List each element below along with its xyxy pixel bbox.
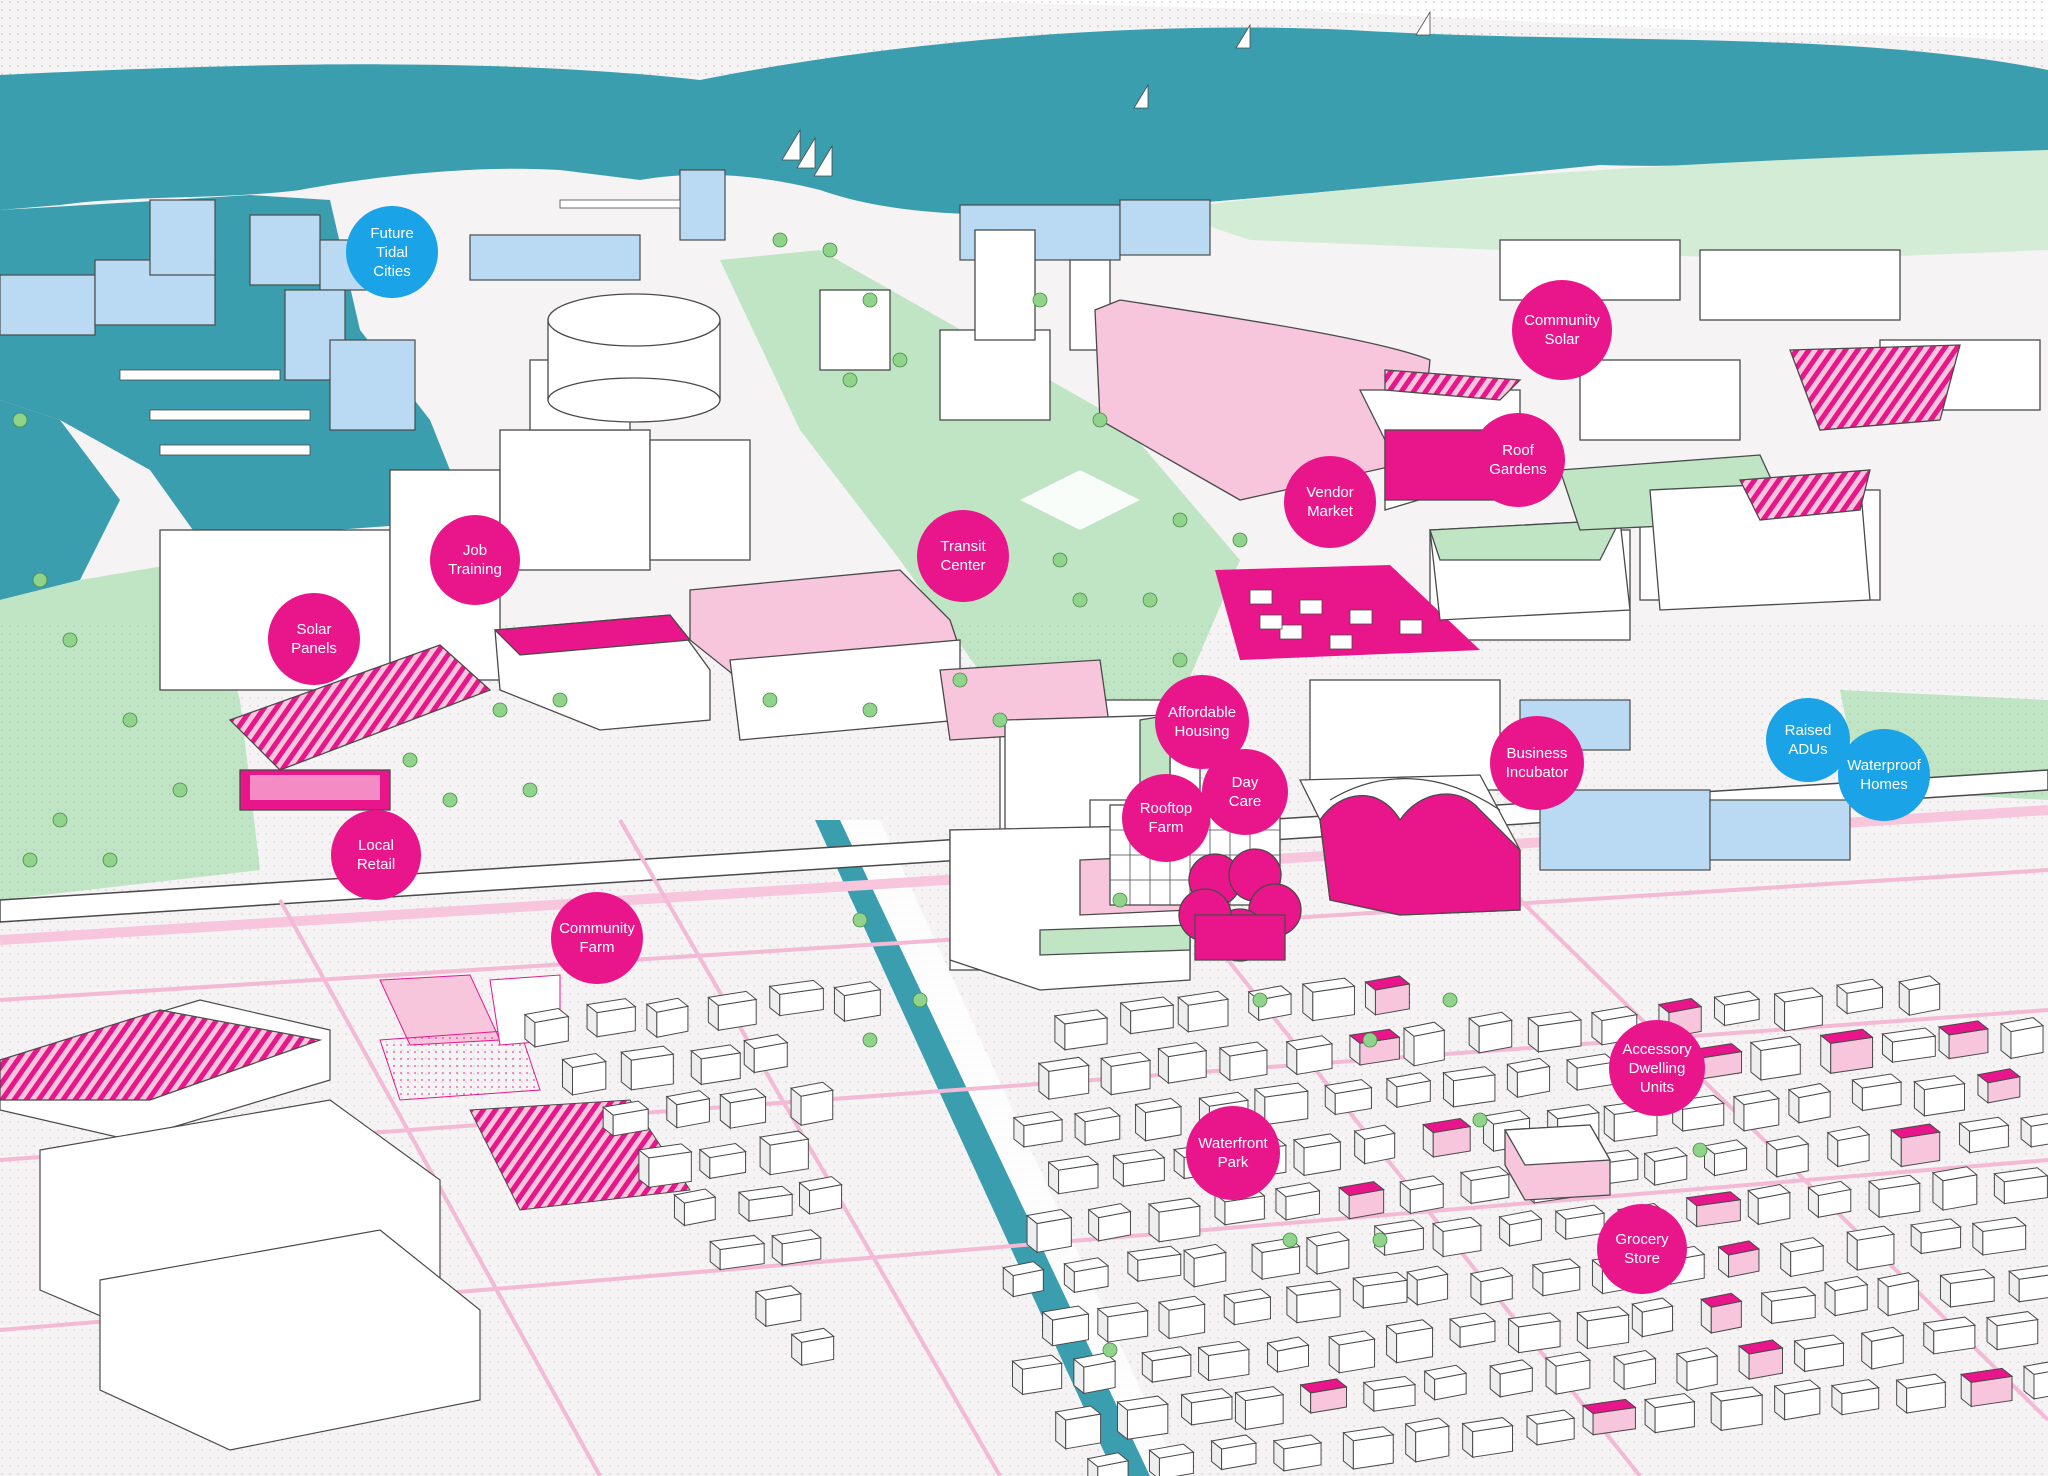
- label-text: Future Tidal Cities: [370, 224, 414, 280]
- marina-docks: [119, 199, 681, 456]
- label-raised-adus[interactable]: Raised ADUs: [1766, 698, 1850, 782]
- vendor-market-plaza: [1215, 565, 1480, 660]
- label-text: Grocery Store: [1615, 1231, 1669, 1267]
- bay-water: [0, 27, 2048, 215]
- label-grocery-store[interactable]: Grocery Store: [1597, 1204, 1687, 1294]
- label-text: Raised ADUs: [1784, 722, 1832, 758]
- label-text: Day Care: [1228, 774, 1262, 810]
- label-text: Waterfront Park: [1198, 1135, 1268, 1171]
- label-waterproof-homes[interactable]: Waterproof Homes: [1838, 729, 1930, 821]
- label-waterfront-park[interactable]: Waterfront Park: [1186, 1106, 1280, 1200]
- roof-gardens-building: [1358, 344, 1961, 621]
- community-farm-plots: [379, 974, 691, 1211]
- right-green-shore: [1160, 150, 2048, 260]
- label-business-incubator[interactable]: Business Incubator: [1490, 716, 1584, 810]
- label-solar-panels[interactable]: Solar Panels: [268, 593, 360, 685]
- label-rooftop-farm[interactable]: Rooftop Farm: [1122, 774, 1210, 862]
- grocery-store-building: [1503, 1124, 1612, 1201]
- label-community-solar[interactable]: Community Solar: [1512, 280, 1612, 380]
- trees: [12, 232, 1708, 1358]
- day-care-building: [1178, 848, 1302, 962]
- ballfield: [1020, 470, 1140, 530]
- pink-stadium: [1094, 299, 1431, 501]
- label-vendor-market[interactable]: Vendor Market: [1284, 456, 1376, 548]
- label-accessory-dwelling-units[interactable]: Accessory Dwelling Units: [1609, 1020, 1705, 1116]
- left-solar-field: [0, 999, 481, 1451]
- solar-panels-building: [228, 644, 492, 811]
- label-text: Solar Panels: [291, 621, 337, 657]
- left-bay-water: [0, 400, 120, 600]
- label-job-training[interactable]: Job Training: [430, 515, 520, 605]
- label-local-retail[interactable]: Local Retail: [331, 810, 421, 900]
- business-incubator-building: [1298, 774, 1521, 916]
- label-affordable-housing[interactable]: Affordable Housing: [1155, 675, 1249, 769]
- label-text: Affordable Housing: [1167, 704, 1237, 740]
- label-text: Job Training: [448, 542, 502, 578]
- label-transit-center[interactable]: Transit Center: [917, 510, 1009, 602]
- label-text: Roof Gardens: [1489, 442, 1547, 478]
- label-text: Accessory Dwelling Units: [1622, 1040, 1692, 1096]
- sailboats: [781, 10, 1431, 177]
- neighborhood-houses: [523, 975, 2048, 1476]
- label-day-care[interactable]: Day Care: [1202, 749, 1288, 835]
- arena: [547, 293, 721, 423]
- label-community-farm[interactable]: Community Farm: [551, 892, 643, 984]
- label-text: Vendor Market: [1306, 484, 1354, 520]
- label-text: Community Solar: [1524, 312, 1600, 348]
- label-text: Local Retail: [356, 837, 396, 873]
- transit-center-building: [689, 569, 1111, 741]
- label-text: Business Incubator: [1505, 745, 1569, 781]
- label-text: Community Farm: [559, 920, 635, 956]
- label-text: Waterproof Homes: [1847, 757, 1921, 793]
- canal-park-edge: [840, 820, 1180, 1476]
- label-future-tidal-cities[interactable]: Future Tidal Cities: [346, 206, 438, 298]
- label-text: Transit Center: [940, 538, 986, 574]
- label-text: Rooftop Farm: [1139, 800, 1193, 836]
- job-training-building: [493, 614, 711, 731]
- label-roof-gardens[interactable]: Roof Gardens: [1471, 413, 1565, 507]
